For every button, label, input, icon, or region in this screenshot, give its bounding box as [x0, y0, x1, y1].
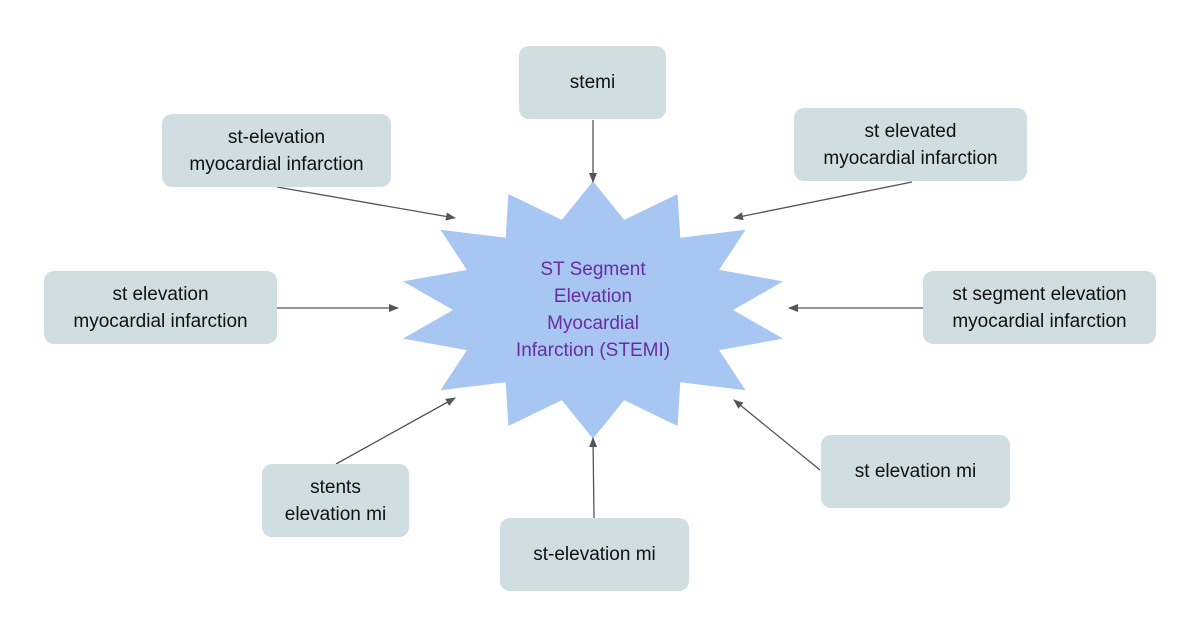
- node-st-hyphen-elevation-myocardial-infarction: st-elevation myocardial infarction: [162, 114, 391, 187]
- arrow-from-st-hyphen-elevation-myocardial-infarction: [276, 186, 456, 221]
- node-st-elevated-myocardial-infarction-label: st elevated myocardial infarction: [823, 120, 998, 169]
- node-st-elevation-mi-label: st elevation mi: [854, 461, 977, 482]
- node-st-elevation-mi: st elevation mi: [821, 435, 1010, 508]
- arrow-from-stents-elevation-mi: [335, 397, 456, 465]
- node-stemi: stemi: [519, 46, 666, 119]
- center-starburst-shape: [402, 181, 784, 439]
- center-concept-label: ST Segment Elevation Myocardial Infarcti…: [515, 259, 671, 361]
- node-st-hyphen-elevation-myocardial-infarction-label: st-elevation myocardial infarction: [189, 126, 364, 175]
- node-st-elevated-myocardial-infarction: st elevated myocardial infarction: [794, 108, 1027, 181]
- arrow-from-st-hyphen-elevation-mi: [589, 437, 598, 519]
- node-st-hyphen-elevation-mi-label: st-elevation mi: [533, 544, 656, 565]
- node-st-segment-elevation-myocardial-infarction-label: st segment elevation myocardial infarcti…: [952, 283, 1127, 332]
- node-stemi-label: stemi: [569, 72, 616, 93]
- node-stents-elevation-mi: stents elevation mi: [262, 464, 409, 537]
- node-st-segment-elevation-myocardial-infarction: st segment elevation myocardial infarcti…: [923, 271, 1156, 344]
- node-st-hyphen-elevation-mi: st-elevation mi: [500, 518, 689, 591]
- arrow-from-st-elevation-mi: [733, 399, 821, 471]
- node-st-elevation-myocardial-infarction-label: st elevation myocardial infarction: [73, 283, 248, 332]
- arrow-from-st-elevated-myocardial-infarction: [733, 181, 913, 221]
- node-st-elevation-myocardial-infarction: st elevation myocardial infarction: [44, 271, 277, 344]
- node-stents-elevation-mi-label: stents elevation mi: [284, 476, 387, 525]
